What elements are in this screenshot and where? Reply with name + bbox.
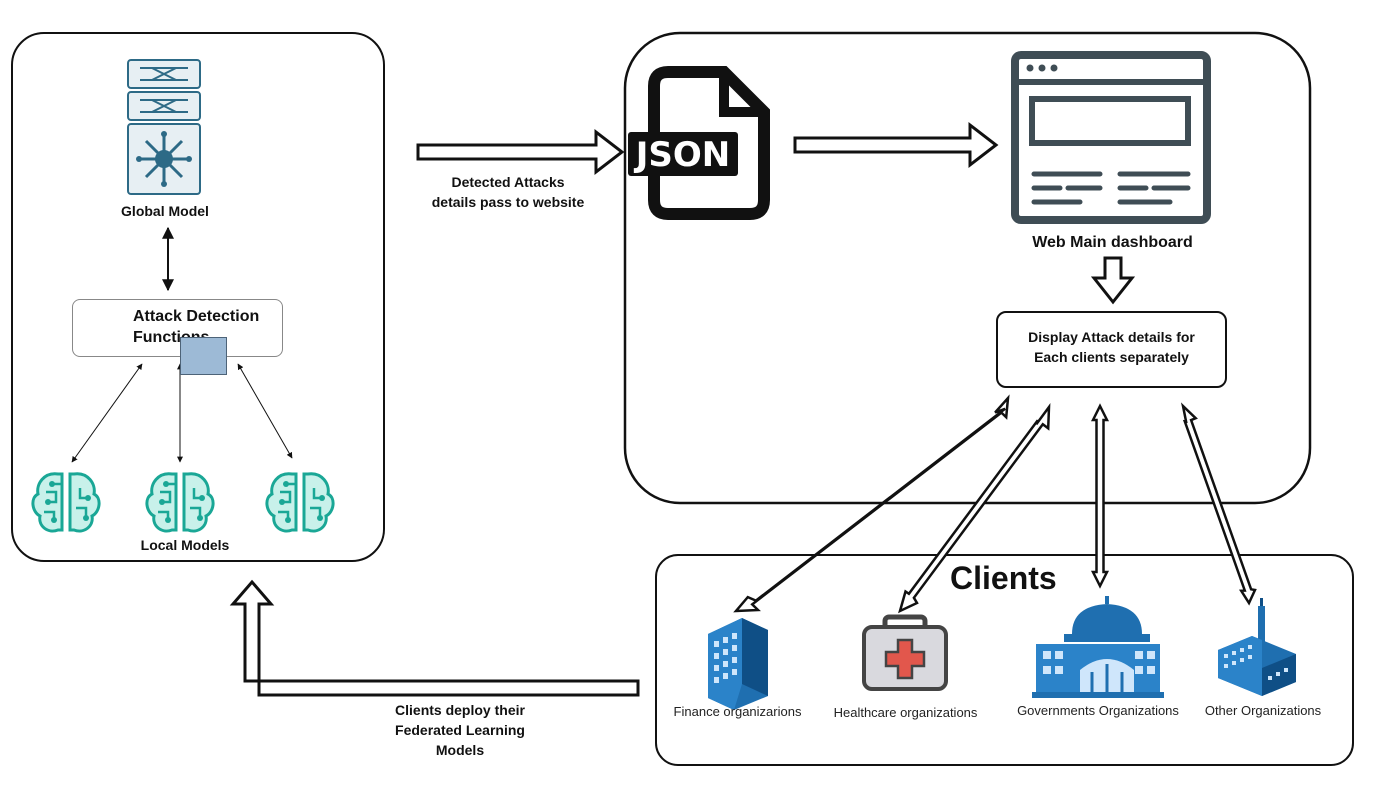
detected-attacks-label: Detected Attacks details pass to website [431, 174, 585, 210]
detected-attacks-arrow [416, 128, 625, 176]
overlay-square [180, 337, 227, 375]
left-panel [11, 32, 385, 562]
brain-icon-1 [31, 472, 101, 533]
json-file-icon: JSON [628, 66, 770, 220]
government-building-icon [1032, 596, 1164, 698]
government-label: Governments Organizations [1017, 703, 1179, 718]
brain-icon-2 [145, 472, 215, 533]
first-aid-kit-icon [862, 614, 948, 691]
dashboard-display-arrow [1090, 256, 1136, 305]
finance-label: Finance organizarions [673, 704, 802, 719]
web-dashboard-icon [1011, 51, 1211, 224]
json-text: JSON [634, 135, 731, 175]
json-dashboard-arrow [793, 121, 999, 169]
clients-title: Clients [950, 560, 1057, 596]
clients-deploy-arrow [229, 579, 640, 697]
building-icon [708, 618, 768, 710]
clients-deploy-label: Clients deploy their Federated Learning … [395, 702, 525, 758]
healthcare-label: Healthcare organizations [833, 705, 978, 720]
adf-local-arrow-1 [71, 363, 143, 463]
client-arrow-other [1180, 402, 1257, 606]
client-arrow-finance [733, 394, 1010, 613]
global-model-label: Global Model [121, 203, 209, 219]
right-panel [623, 31, 1312, 505]
attack-detection-box [72, 299, 283, 357]
dashboard-label: Web Main dashboard [1032, 234, 1193, 251]
client-arrow-government [1090, 403, 1110, 589]
global-model-icon [127, 59, 201, 195]
office-complex-icon [1218, 598, 1296, 696]
brain-icon-3 [265, 472, 335, 533]
client-arrow-healthcare [898, 402, 1051, 614]
display-attack-box [996, 311, 1227, 388]
local-models-label: Local Models [140, 537, 230, 553]
adf-local-arrow-3 [237, 363, 293, 459]
other-label: Other Organizations [1204, 703, 1322, 718]
display-attack-label: Display Attack details for Each clients … [1028, 329, 1195, 365]
clients-panel [655, 554, 1354, 766]
